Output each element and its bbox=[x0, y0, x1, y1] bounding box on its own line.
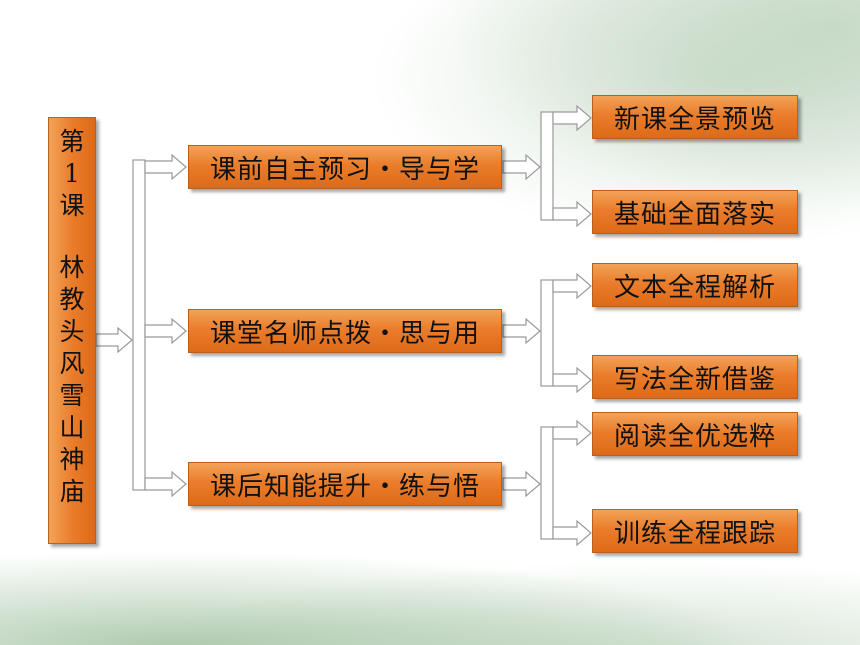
title-char: 课 bbox=[59, 191, 85, 220]
background-decoration-bottom bbox=[0, 535, 860, 645]
item-writing-method[interactable]: 写法全新借鉴 bbox=[592, 355, 798, 399]
arrow-s2-out bbox=[502, 317, 541, 345]
section-after-class[interactable]: 课后知能提升・练与悟 bbox=[188, 462, 502, 506]
arrow-s2-c2 bbox=[552, 366, 592, 394]
title-char: 头 bbox=[59, 317, 85, 346]
item-training-tracking[interactable]: 训练全程跟踪 bbox=[592, 509, 798, 553]
item-label: 文本全程解析 bbox=[613, 272, 776, 303]
lesson-title-box: 第 1 课 林 教 头 风 雪 山 神 庙 bbox=[48, 117, 96, 544]
item-label: 训练全程跟踪 bbox=[613, 518, 776, 549]
title-char: 1 bbox=[64, 159, 80, 188]
section-label: 课前自主预习・导与学 bbox=[209, 154, 480, 185]
title-char: 教 bbox=[59, 285, 85, 314]
title-char: 神 bbox=[59, 445, 85, 474]
bracket-s1 bbox=[540, 111, 554, 221]
title-char: 庙 bbox=[59, 477, 85, 506]
item-basics[interactable]: 基础全面落实 bbox=[592, 190, 798, 234]
bracket-left bbox=[132, 159, 146, 491]
item-label: 新课全景预览 bbox=[613, 104, 776, 135]
arrow-s3-c2 bbox=[552, 519, 592, 547]
section-in-class[interactable]: 课堂名师点拨・思与用 bbox=[188, 309, 502, 353]
arrow-section-2 bbox=[144, 317, 187, 345]
title-char: 林 bbox=[59, 253, 85, 282]
item-reading-selection[interactable]: 阅读全优选粹 bbox=[592, 412, 798, 456]
item-label: 基础全面落实 bbox=[613, 199, 776, 230]
item-text-analysis[interactable]: 文本全程解析 bbox=[592, 263, 798, 307]
arrow-s1-c1 bbox=[552, 104, 592, 132]
section-label: 课后知能提升・练与悟 bbox=[209, 471, 480, 502]
bracket-s2 bbox=[540, 279, 554, 387]
arrow-section-1 bbox=[144, 153, 187, 181]
arrow-s1-out bbox=[502, 153, 541, 181]
arrow-s2-c1 bbox=[552, 272, 592, 300]
arrow-s3-c1 bbox=[552, 419, 592, 447]
arrow-s1-c2 bbox=[552, 200, 592, 228]
section-label: 课堂名师点拨・思与用 bbox=[209, 318, 480, 349]
arrow-title bbox=[95, 326, 133, 354]
section-before-class[interactable]: 课前自主预习・导与学 bbox=[188, 145, 502, 189]
item-preview[interactable]: 新课全景预览 bbox=[592, 95, 798, 139]
arrow-section-3 bbox=[144, 470, 187, 498]
arrow-s3-out bbox=[502, 470, 541, 498]
title-char: 山 bbox=[59, 413, 85, 442]
title-char: 风 bbox=[59, 349, 85, 378]
title-char: 第 bbox=[59, 127, 85, 156]
title-char: 雪 bbox=[59, 381, 85, 410]
item-label: 阅读全优选粹 bbox=[613, 421, 776, 452]
item-label: 写法全新借鉴 bbox=[613, 364, 776, 395]
bracket-s3 bbox=[540, 426, 554, 540]
